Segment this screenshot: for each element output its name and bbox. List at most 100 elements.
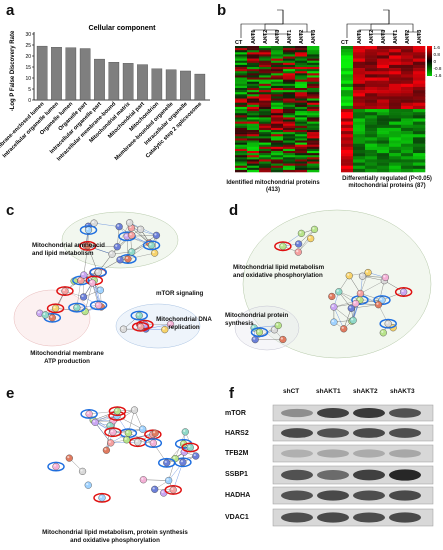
y-tick-label-0: 0 — [28, 98, 31, 104]
network-node-12 — [330, 318, 338, 326]
heatmap-left-col-label-3: AKT3 — [275, 30, 281, 44]
network-node-10 — [394, 287, 413, 297]
network-node-7 — [356, 289, 365, 298]
network-node-7 — [108, 250, 116, 258]
bar-7 — [137, 64, 148, 101]
cluster-label-dna-replication: Mitochondrial DNA replication — [156, 316, 212, 331]
panel-c: c Mitochondrial aminoacid and lipid meta… — [0, 200, 215, 380]
network-node-17 — [128, 231, 136, 239]
network-node-21 — [171, 455, 179, 463]
network-node-13 — [79, 225, 98, 235]
panel-d: d Mitochondrial lipid metabolism and oxi… — [215, 200, 443, 380]
cluster-label-mtor: mTOR signaling — [156, 290, 204, 297]
network-nodes — [250, 225, 413, 344]
colorbar-tick-1: 0.8 — [434, 52, 441, 57]
heatmap-left-col-label-5: AKT2 — [299, 30, 305, 44]
network-node-11 — [91, 418, 99, 426]
dendrogram-right — [346, 9, 420, 38]
heatmap-left-col-label-2: AKT2 — [263, 30, 269, 44]
band-5-0 — [281, 512, 313, 523]
protein-label-tfb2m: TFB2M — [225, 450, 249, 457]
network-node-29 — [79, 293, 88, 301]
panel-f: f shCT shAKT1 shAKT2 shAKT3 mTOR HARS2 T… — [215, 385, 443, 550]
heatmap-left-col-label-1: AKT1 — [251, 30, 257, 44]
network-node-23 — [297, 229, 306, 237]
network-node-15 — [181, 428, 189, 436]
heatmap-left — [235, 46, 320, 173]
heatmap-right-col-label-1: AKT1 — [357, 30, 363, 44]
chart-title: Cellular component — [88, 23, 156, 32]
protein-label-mtor: mTOR — [225, 410, 246, 417]
network-c — [13, 211, 201, 349]
heatmap-right-col-label-2: AKT2 — [369, 30, 375, 44]
blot-mtor — [272, 404, 434, 422]
band-0-3 — [389, 408, 421, 418]
band-4-0 — [281, 490, 313, 501]
network-node-37 — [161, 326, 169, 334]
network-node-9 — [116, 256, 124, 264]
band-3-0 — [281, 469, 313, 481]
bar-6 — [122, 63, 134, 101]
heatmap-left-col-label-0: CT — [235, 40, 243, 46]
network-node-3 — [128, 248, 136, 256]
network-node-27 — [104, 427, 122, 438]
panel-label-f: f — [229, 385, 234, 402]
network-edges — [69, 409, 197, 494]
network-node-42 — [43, 312, 62, 323]
network-node-6 — [152, 231, 161, 239]
network-node-23 — [107, 439, 115, 447]
panel-label-a: a — [6, 2, 15, 19]
network-node-17 — [379, 318, 397, 329]
cluster-label-protein-synthesis: Mitochondrial protein synthesis — [225, 312, 289, 327]
network-node-33 — [108, 406, 127, 417]
network-node-7 — [65, 454, 73, 462]
network-node-20 — [374, 301, 383, 309]
lane-label-2: shAKT2 — [353, 388, 378, 395]
y-tick-label-3: 15 — [25, 65, 31, 71]
network-node-31 — [102, 446, 110, 454]
panel-label-d: d — [229, 202, 239, 219]
colorbar — [427, 46, 432, 76]
cluster-label-aminoacid: Mitochondrial aminoacid and lipid metabo… — [32, 242, 105, 257]
network-node-31 — [251, 336, 259, 344]
colorbar-tick-0: 1.6 — [434, 45, 441, 50]
network-node-26 — [294, 248, 302, 256]
heatmap-right-col-label-5: AKT2 — [405, 30, 411, 44]
network-node-20 — [47, 461, 65, 472]
band-4-3 — [389, 490, 421, 501]
network-node-43 — [46, 303, 65, 314]
band-3-2 — [353, 469, 385, 481]
blot-hadha — [272, 486, 434, 505]
network-node-33 — [68, 302, 86, 313]
network-node-2 — [139, 425, 147, 433]
bar-3 — [79, 48, 91, 101]
band-3-1 — [317, 470, 349, 480]
network-node-5 — [119, 428, 138, 439]
network-node-41 — [36, 309, 44, 317]
heatmap-right — [341, 46, 426, 173]
heatmap-left-caption: Identified mitochondrial proteins (413) — [226, 180, 320, 193]
network-node-14 — [345, 272, 353, 280]
y-tick-label-4: 20 — [25, 54, 31, 60]
colorbar-tick-3: -0.8 — [434, 66, 442, 71]
network-node-30 — [274, 321, 282, 330]
network-node-32 — [157, 457, 176, 468]
band-0-0 — [281, 408, 313, 418]
network-node-24 — [151, 429, 159, 437]
lane-label-3: shAKT3 — [390, 388, 415, 395]
network-node-9 — [130, 406, 139, 414]
western-blots — [272, 404, 434, 527]
heatmap-right-col-label-0: CT — [341, 40, 349, 46]
bar-1 — [51, 47, 62, 101]
bar-11 — [194, 73, 206, 101]
heatmap-left-col-label-4: AKT1 — [287, 30, 293, 44]
lane-label-1: shAKT1 — [316, 388, 341, 395]
bar-0 — [36, 45, 48, 101]
network-node-6 — [381, 273, 390, 282]
network-node-38 — [166, 320, 175, 328]
network-node-21 — [379, 329, 387, 337]
